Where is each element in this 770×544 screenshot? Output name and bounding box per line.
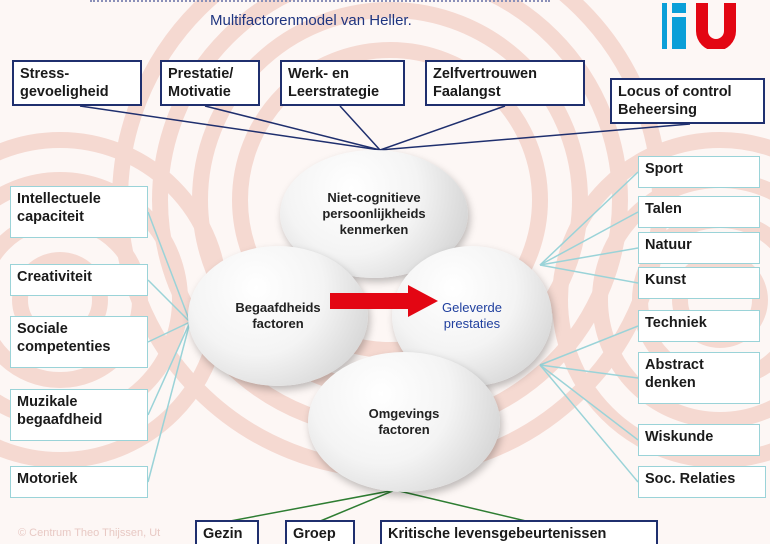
domain-box-art: Kunst bbox=[638, 267, 760, 299]
domain-box-languages: Talen bbox=[638, 196, 760, 228]
domain-box-technology: Techniek bbox=[638, 310, 760, 342]
top-connectors bbox=[79, 105, 691, 151]
circle-environment: Omgevings factoren bbox=[308, 352, 500, 492]
circle-talent-factors-label: Begaafdheids factoren bbox=[235, 300, 321, 331]
environment-box-group: Groep bbox=[285, 520, 355, 544]
circle-environment-label: Omgevings factoren bbox=[368, 406, 440, 437]
talent-box-intellect: Intellectuele capaciteit bbox=[10, 186, 148, 238]
top-dotted-rule bbox=[90, 0, 550, 2]
copyright-text: © Centrum Theo Thijssen, Ut bbox=[18, 527, 161, 539]
bottom-connectors bbox=[224, 489, 531, 523]
left-connectors bbox=[147, 211, 191, 483]
circle-non-cognitive-label: Niet-cognitieve persoonlijkheids kenmerk… bbox=[322, 190, 426, 237]
circle-performance-label: Geleverde prestaties bbox=[442, 300, 502, 331]
talent-box-motor: Motoriek bbox=[10, 466, 148, 498]
domain-box-sport: Sport bbox=[638, 156, 760, 188]
arrow-icon bbox=[330, 285, 438, 317]
environment-box-life-events: Kritische levensgebeurtenissen bbox=[380, 520, 658, 544]
factor-box-confidence: Zelfvertrouwen Faalangst bbox=[425, 60, 585, 106]
circle-talent-factors: Begaafdheids factoren bbox=[188, 246, 368, 386]
domain-box-social-relations: Soc. Relaties bbox=[638, 466, 766, 498]
domain-box-abstract-thinking: Abstract denken bbox=[638, 352, 760, 404]
university-logo bbox=[662, 3, 736, 49]
talent-box-social: Sociale competenties bbox=[10, 316, 148, 368]
factor-box-strategy: Werk- en Leerstrategie bbox=[280, 60, 405, 106]
talent-box-creativity: Creativiteit bbox=[10, 264, 148, 296]
environment-box-family: Gezin bbox=[195, 520, 259, 544]
domain-box-mathematics: Wiskunde bbox=[638, 424, 760, 456]
factor-box-locus-of-control: Locus of control Beheersing bbox=[610, 78, 765, 124]
right-connectors bbox=[539, 171, 639, 483]
domain-box-nature: Natuur bbox=[638, 232, 760, 264]
diagram-title: Multifactorenmodel van Heller. bbox=[210, 12, 412, 29]
talent-box-music: Muzikale begaafdheid bbox=[10, 389, 148, 441]
factor-box-motivation: Prestatie/ Motivatie bbox=[160, 60, 260, 106]
factor-box-stress: Stress- gevoeligheid bbox=[12, 60, 142, 106]
